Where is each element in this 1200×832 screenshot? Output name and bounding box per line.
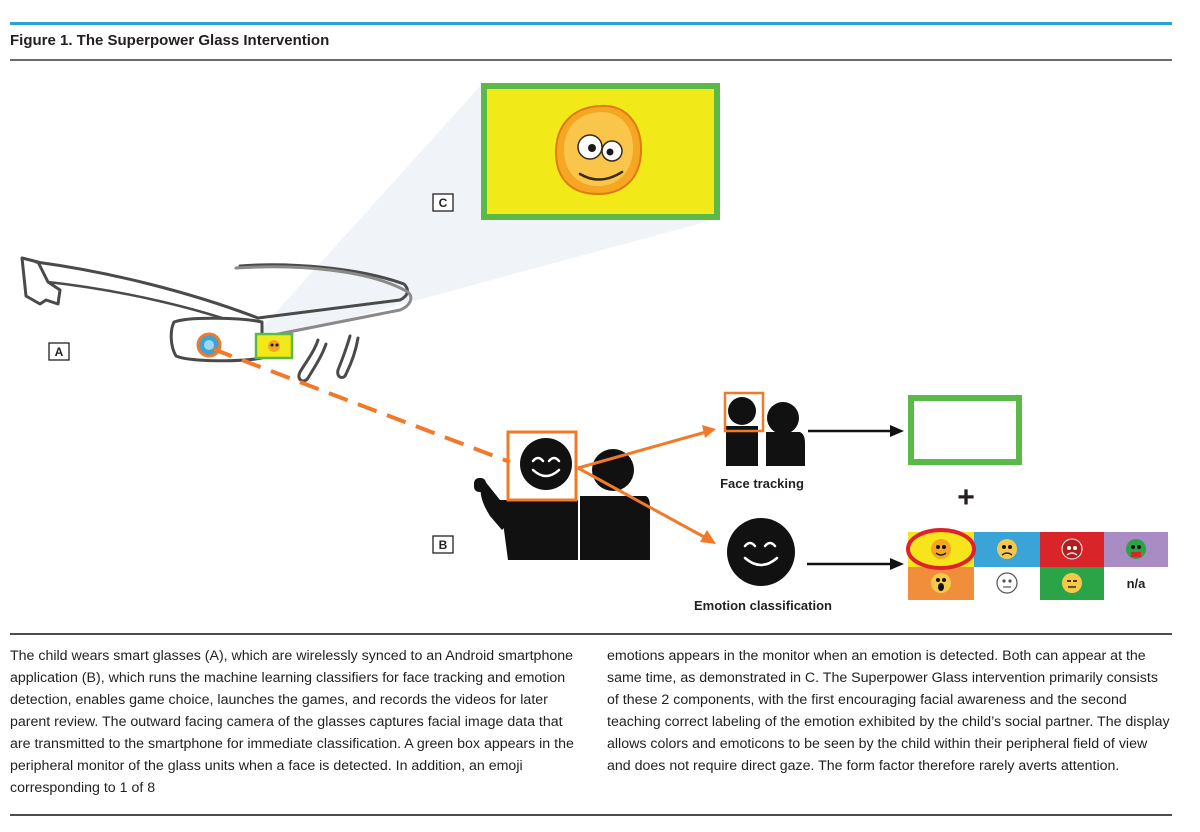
angry-emoji-icon <box>1061 538 1083 560</box>
emoji-cell-na <box>1104 567 1168 600</box>
label-a-box <box>48 342 70 361</box>
face-tracking-figures <box>726 397 805 466</box>
face-tracking-box <box>723 391 765 433</box>
face-tracking-label: Face tracking <box>720 476 804 491</box>
selected-emotion-highlight <box>906 528 976 570</box>
caption-left-column: The child wears smart glasses (A), which… <box>10 648 574 796</box>
happy-emoji-large <box>554 104 643 196</box>
label-a: A <box>55 345 64 359</box>
emotion-classification-label: Emotion classification <box>694 598 832 613</box>
arrow-to-emoji-grid <box>807 558 904 570</box>
caption-top-divider <box>10 633 1172 635</box>
surprise-emoji-icon <box>931 573 951 593</box>
calm-emoji-icon <box>1062 573 1082 593</box>
orange-arrows <box>577 425 716 544</box>
disgust-emoji-icon <box>1126 539 1146 559</box>
glasses-camera-icon <box>196 332 222 358</box>
child-face-smile <box>531 456 561 478</box>
label-b: B <box>439 538 448 552</box>
sad-emoji-icon <box>997 539 1017 559</box>
face-tracking-box-b <box>506 430 578 502</box>
wireless-link-dashed <box>212 347 511 464</box>
glasses-display-mini <box>254 332 294 360</box>
child-partner-figures <box>474 438 650 560</box>
emoji-grid: n/a <box>906 528 1168 600</box>
happy-emoji-icon <box>931 539 951 559</box>
green-face-detected-box <box>908 395 1022 465</box>
plus-sign: + <box>957 481 975 514</box>
label-b-box <box>432 535 454 554</box>
top-accent-bar <box>10 22 1172 25</box>
title-divider <box>10 59 1172 61</box>
neutral-emoji-icon <box>996 572 1018 594</box>
emotion-face-icon <box>727 518 795 586</box>
display-screen-c <box>481 83 720 220</box>
label-c-box <box>432 193 454 212</box>
caption-bottom-divider <box>10 814 1172 816</box>
caption-right-column: emotions appears in the monitor when an … <box>607 648 1170 774</box>
na-cell-label: n/a <box>1127 576 1147 591</box>
figure-title: Figure 1. The Superpower Glass Intervent… <box>10 32 330 49</box>
arrow-to-green-box <box>808 425 904 437</box>
intervention-diagram: C A <box>20 83 1168 613</box>
label-c: C <box>439 196 448 210</box>
